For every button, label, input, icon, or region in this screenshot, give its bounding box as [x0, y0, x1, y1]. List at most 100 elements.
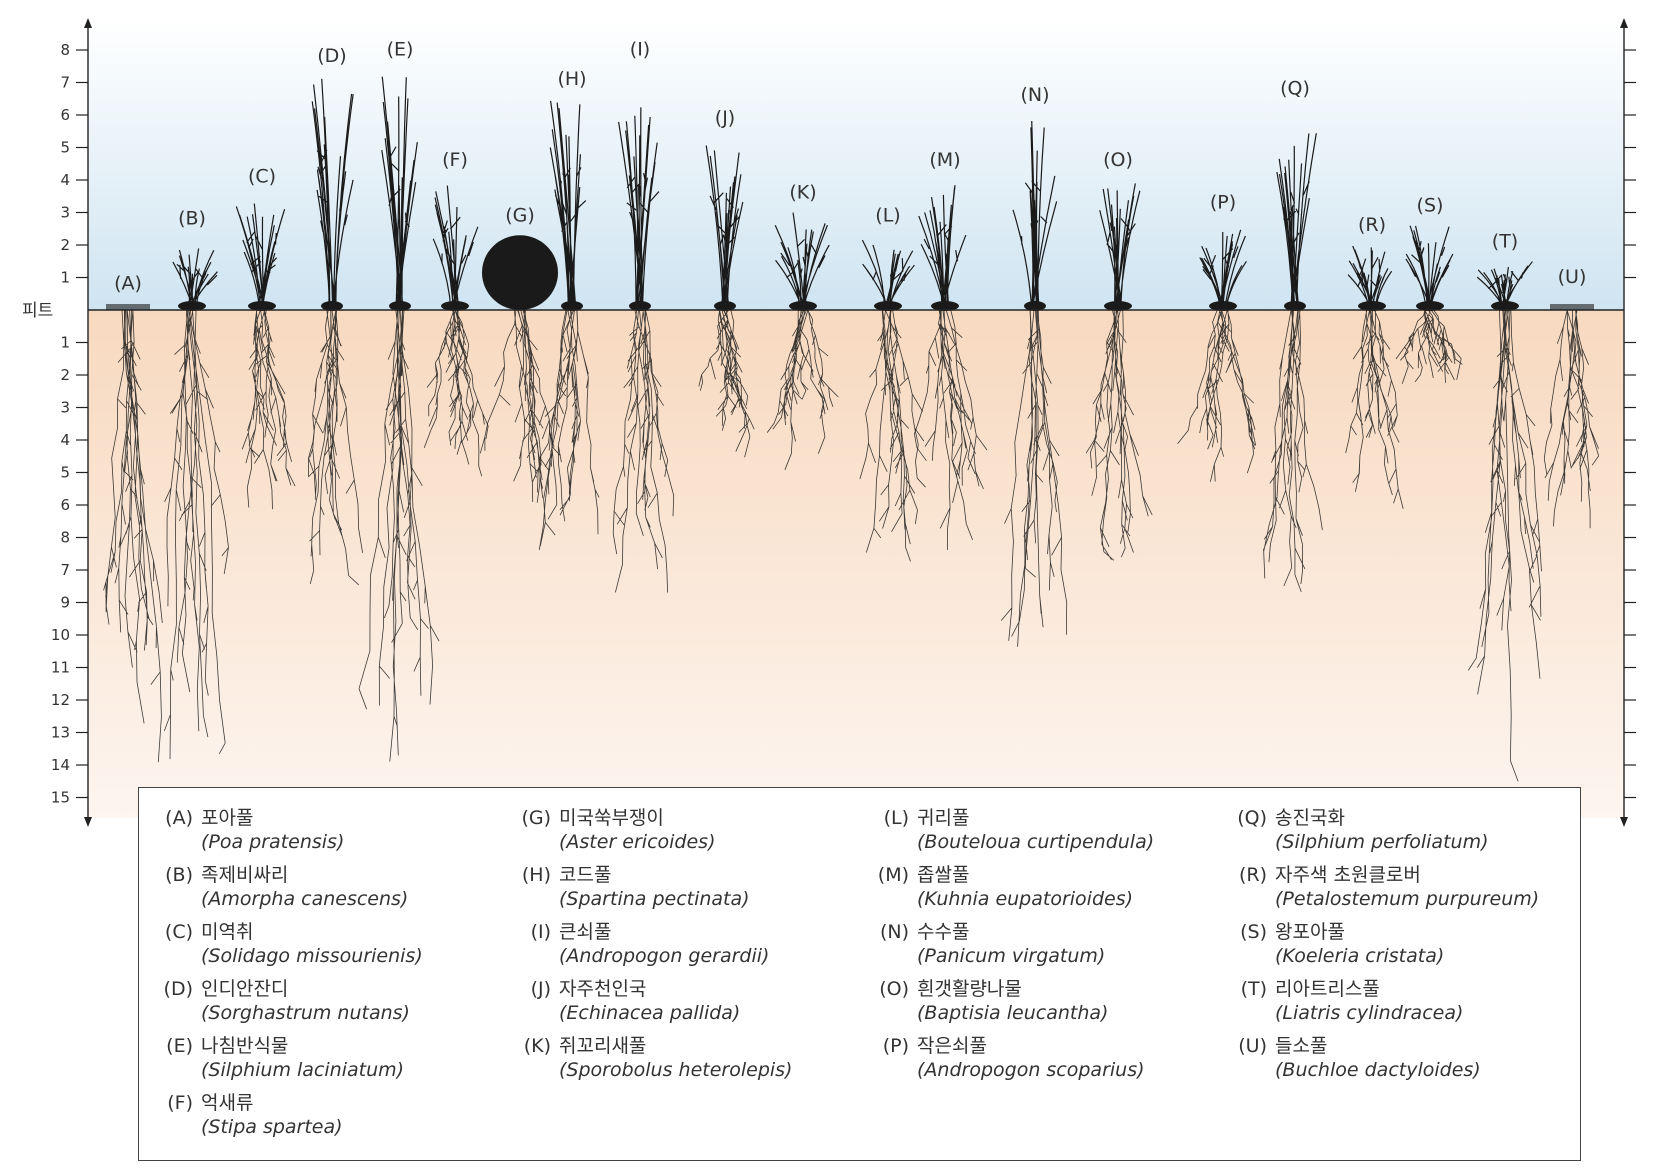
plant-label-m: (M) — [929, 149, 960, 171]
plant-label-b: (B) — [178, 208, 206, 230]
shoot-foliage — [861, 239, 915, 311]
legend-latin-name: (Kuhnia eupatorioides) — [917, 888, 1134, 910]
root-system — [479, 309, 555, 503]
legend-korean-name: 왕포아풀 — [1275, 921, 1345, 943]
legend-korean-name: 흰갯활량나물 — [917, 978, 1022, 1000]
legend-latin-name: (Amorpha canescens) — [201, 888, 409, 910]
axis-tick-label-above: 8 — [60, 41, 70, 59]
legend-letter: (I) — [530, 921, 551, 943]
legend-letter: (T) — [1240, 978, 1267, 1000]
plant-label-g: (G) — [505, 204, 535, 226]
legend-text: 리아트리스풀(Liatris cylindracea) — [1275, 977, 1463, 1034]
legend-text: 미역취(Solidago missourienis) — [201, 920, 423, 977]
legend-item: (F)억새류(Stipa spartea) — [153, 1091, 503, 1148]
root-system — [241, 309, 296, 510]
plant-crown — [1024, 301, 1046, 311]
axis-tick-label-below: 1 — [60, 334, 70, 352]
legend-item: (S)왕포아풀(Koeleria cristata) — [1227, 920, 1577, 977]
root-system — [308, 309, 363, 586]
legend-item: (H)코드풀(Spartina pectinata) — [511, 863, 861, 920]
plant-c: (C) — [235, 165, 296, 510]
legend-item: (T) 리아트리스풀(Liatris cylindracea) — [1227, 977, 1577, 1034]
plant-label-d: (D) — [317, 45, 346, 67]
legend-latin-name: (Echinacea pallida) — [559, 1002, 741, 1024]
legend-text: 쥐꼬리새풀(Sporobolus heterolepis) — [559, 1034, 792, 1091]
plant-crown — [789, 301, 817, 311]
plant-label-t: (T) — [1492, 230, 1518, 252]
plant-crown — [389, 301, 411, 311]
shoot-foliage — [705, 145, 744, 311]
shrub-foliage — [482, 235, 558, 310]
legend-text: 미국쑥부쟁이(Aster ericoides) — [559, 806, 716, 863]
legend-letter: (R) — [1238, 864, 1267, 886]
root-system — [1345, 309, 1404, 509]
axis-tick-label-above: 2 — [60, 236, 70, 254]
legend-korean-name: 좁쌀풀 — [917, 864, 970, 886]
axis-tick-label-above: 1 — [60, 269, 70, 287]
root-system — [698, 309, 755, 458]
root-system — [1395, 309, 1463, 384]
legend-latin-name: (Andropogon gerardii) — [559, 945, 770, 967]
legend-text: 좁쌀풀(Kuhnia eupatorioides) — [917, 863, 1133, 920]
legend-letter: (M) — [877, 864, 909, 886]
shoot-foliage — [1276, 133, 1317, 311]
plant-label-c: (C) — [248, 165, 276, 187]
plant-r: (R) — [1345, 214, 1404, 509]
plant-n: (N) — [1000, 84, 1068, 647]
legend-item: (Q)송진국화(Silphium perfoliatum) — [1227, 806, 1577, 863]
plant-crown — [441, 301, 469, 311]
root-system — [612, 309, 675, 593]
legend-letter: (F) — [167, 1092, 193, 1114]
plant-u: (U) — [1543, 266, 1600, 529]
legend-text: 코드풀(Spartina pectinata) — [559, 863, 750, 920]
legend-latin-name: (Stipa spartea) — [201, 1116, 343, 1138]
turf-grass — [1550, 304, 1594, 310]
shoot-foliage — [1099, 183, 1141, 311]
shoot-foliage — [774, 212, 830, 311]
shoot-foliage — [1476, 261, 1533, 311]
legend-item: (A)포아풀(Poa pratensis) — [153, 806, 503, 863]
legend-latin-name: (Poa pratensis) — [201, 831, 345, 853]
legend-letter: (B) — [165, 864, 193, 886]
legend-latin-name: (Buchloe dactyloides) — [1275, 1059, 1481, 1081]
legend-text: 포아풀(Poa pratensis) — [201, 806, 344, 863]
legend-latin-name: (Liatris cylindracea) — [1275, 1002, 1464, 1024]
plant-label-a: (A) — [114, 273, 142, 295]
shoot-foliage — [1199, 229, 1247, 311]
legend-korean-name: 인디안잔디 — [201, 978, 289, 1000]
legend-text: 인디안잔디(Sorghastrum nutans) — [201, 977, 410, 1034]
plant-crown — [874, 301, 902, 311]
legend-letter: (O) — [879, 978, 909, 1000]
legend-letter: (C) — [164, 921, 193, 943]
plant-label-r: (R) — [1358, 214, 1386, 236]
legend-letter: (Q) — [1237, 807, 1267, 829]
axis-arrow-up-icon — [1620, 18, 1628, 28]
plant-m: (M) — [913, 149, 988, 550]
axis-tick-label-below: 14 — [51, 756, 70, 774]
root-system — [1467, 309, 1542, 782]
legend-column-2: (G)미국쑥부쟁이(Aster ericoides)(H)코드풀(Spartin… — [511, 806, 861, 1091]
species-legend: (A)포아풀(Poa pratensis)(B) 족제비싸리(Amorpha ca… — [138, 787, 1581, 1161]
plant-s: (S) — [1395, 195, 1463, 384]
axis-tick-label-below: 12 — [51, 691, 70, 709]
root-system — [913, 309, 988, 550]
legend-text: 자주천인국(Echinacea pallida) — [559, 977, 740, 1034]
legend-korean-name: 자주색 초원클로버 — [1275, 864, 1421, 886]
legend-letter: (P) — [882, 1035, 909, 1057]
legend-item: (N)수수풀(Panicum virgatum) — [869, 920, 1219, 977]
plant-i: (I) — [612, 39, 675, 593]
legend-letter: (N) — [879, 921, 909, 943]
turf-grass — [106, 304, 150, 310]
legend-korean-name: 리아트리스풀 — [1275, 978, 1380, 1000]
legend-latin-name: (Sporobolus heterolepis) — [559, 1059, 793, 1081]
plant-crown — [1491, 301, 1519, 311]
legend-latin-name: (Spartina pectinata) — [559, 888, 750, 910]
legend-latin-name: (Panicum virgatum) — [917, 945, 1106, 967]
shoot-foliage — [311, 78, 354, 311]
plant-label-h: (H) — [557, 68, 586, 90]
plant-label-e: (E) — [387, 39, 414, 61]
plant-label-o: (O) — [1103, 149, 1133, 171]
axis-unit-label: 피트 — [22, 301, 53, 321]
legend-text: 족제비싸리(Amorpha canescens) — [201, 863, 408, 920]
legend-text: 흰갯활량나물(Baptisia leucantha) — [917, 977, 1108, 1034]
